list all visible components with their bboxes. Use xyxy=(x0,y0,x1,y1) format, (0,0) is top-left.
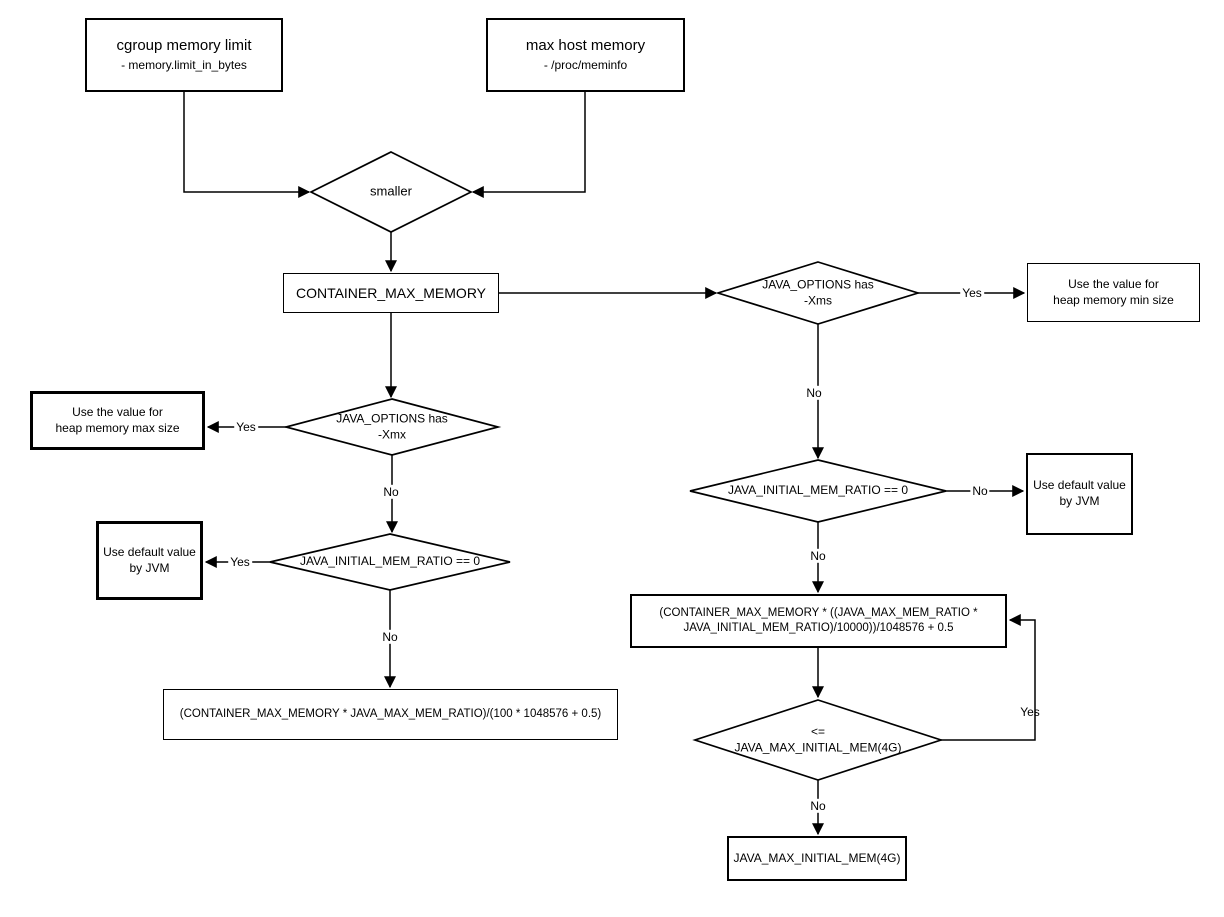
edge-maxinit-yes-loop-to-formularight xyxy=(941,614,1036,741)
node-cgroup-subtitle: - memory.limit_in_bytes xyxy=(121,57,247,72)
decision-ratio-left-shape xyxy=(269,533,511,591)
decision-max-initial-label: <= JAVA_MAX_INITIAL_MEM(4G) xyxy=(734,724,902,754)
edge-label-xmx-no: No xyxy=(381,484,401,500)
node-jvm-default-right: Use default value by JVM xyxy=(1026,453,1133,535)
decision-xmx-label: JAVA_OPTIONS has -Xmx xyxy=(336,411,448,441)
node-jvm-default-left: Use default value by JVM xyxy=(96,521,203,600)
edge-label-xms-yes: Yes xyxy=(960,285,984,301)
decision-ratio-right-shape xyxy=(689,459,947,523)
edge-host-to-smaller xyxy=(471,92,586,198)
edge-label-ratio-right-no-south: No xyxy=(808,548,828,564)
edge-label-xms-no: No xyxy=(804,385,824,401)
node-max-host-memory: max host memory - /proc/meminfo xyxy=(486,18,685,92)
decision-smaller-label: smaller xyxy=(370,183,412,199)
edge-label-max-initial-yes: Yes xyxy=(1020,704,1040,719)
decision-ratio-left-label: JAVA_INITIAL_MEM_RATIO == 0 xyxy=(299,554,481,569)
decision-max-initial-shape xyxy=(692,699,944,781)
node-host-subtitle: - /proc/meminfo xyxy=(543,57,628,72)
node-max-mem-formula: (CONTAINER_MAX_MEMORY * JAVA_MAX_MEM_RAT… xyxy=(163,689,618,740)
edge-cgroup-to-smaller xyxy=(183,92,311,198)
node-container-max-memory: CONTAINER_MAX_MEMORY xyxy=(283,273,499,313)
node-heap-memory-min-size: Use the value for heap memory min size xyxy=(1027,263,1200,322)
node-host-title: max host memory xyxy=(525,37,646,55)
edge-label-ratio-left-yes: Yes xyxy=(228,554,252,570)
edge-label-ratio-left-no: No xyxy=(380,629,400,645)
node-heap-memory-max-size: Use the value for heap memory max size xyxy=(30,391,205,450)
node-cgroup-memory-limit: cgroup memory limit - memory.limit_in_by… xyxy=(85,18,283,92)
decision-xms-shape xyxy=(715,261,921,325)
node-cgroup-title: cgroup memory limit xyxy=(116,37,252,55)
node-java-max-initial-mem: JAVA_MAX_INITIAL_MEM(4G) xyxy=(727,836,907,881)
edge-label-xmx-yes: Yes xyxy=(234,419,258,435)
edge-label-ratio-right-no-east: No xyxy=(970,483,990,499)
decision-xms-label: JAVA_OPTIONS has -Xms xyxy=(762,277,874,307)
decision-ratio-right-label: JAVA_INITIAL_MEM_RATIO == 0 xyxy=(727,483,909,498)
node-initial-mem-formula: (CONTAINER_MAX_MEMORY * ((JAVA_MAX_MEM_R… xyxy=(630,594,1007,648)
decision-xmx-shape xyxy=(282,398,502,456)
decision-smaller-shape xyxy=(309,151,473,233)
edge-label-max-initial-no: No xyxy=(808,798,828,814)
